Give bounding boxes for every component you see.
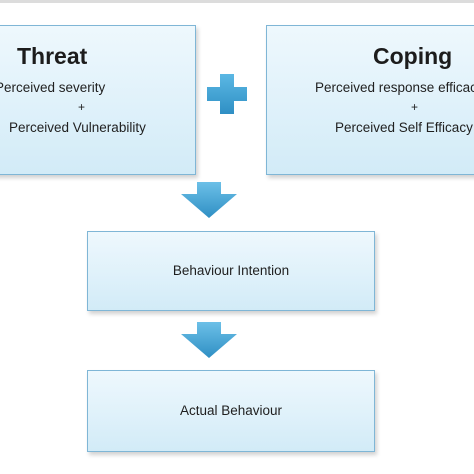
threat-vulnerability-text: Perceived Vulnerability — [9, 120, 146, 135]
down-arrow-icon — [179, 320, 239, 360]
behaviour-intention-label: Behaviour Intention — [172, 263, 290, 278]
plus-icon — [206, 73, 248, 115]
coping-response-efficacy-text: Perceived response efficacy — [315, 80, 474, 95]
threat-severity-text: Perceived severity — [0, 80, 106, 95]
actual-behaviour-label: Actual Behaviour — [179, 403, 283, 418]
behaviour-intention-box: Behaviour Intention — [87, 231, 375, 311]
actual-behaviour-box: Actual Behaviour — [87, 370, 375, 452]
threat-box: Threat Perceived severity + Perceived Vu… — [0, 25, 196, 175]
top-divider — [0, 0, 474, 3]
down-arrow-icon — [179, 180, 239, 220]
coping-self-efficacy-text: Perceived Self Efficacy — [335, 120, 473, 135]
coping-plus-text: + — [411, 100, 419, 114]
coping-box: Coping Perceived response efficacy + Per… — [266, 25, 474, 175]
threat-title: Threat — [17, 43, 88, 69]
coping-title: Coping — [373, 43, 453, 69]
threat-plus-text: + — [78, 100, 86, 114]
